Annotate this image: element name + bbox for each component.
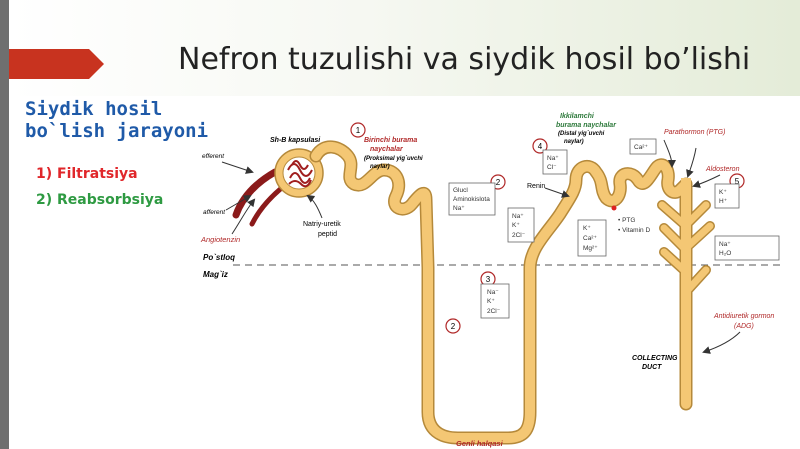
label-parathormon: Parathormon (PTG) xyxy=(664,129,725,136)
slide-title: Nefron tuzulishi va siydik hosil bo’lish… xyxy=(178,42,751,77)
label-renin: Renin xyxy=(527,183,545,190)
svg-text:3: 3 xyxy=(486,275,491,284)
box-middle-3: Mg²⁺ xyxy=(583,245,598,252)
svg-text:5: 5 xyxy=(735,177,740,186)
label-natriy: Natriy-uretik xyxy=(303,221,341,228)
box-duct-1: Na⁺ xyxy=(719,241,731,248)
label-distal-4: naylar) xyxy=(564,139,584,145)
label-prox-1: Birinchi burama xyxy=(364,137,417,144)
box-ascending-3: 2Cl⁻ xyxy=(512,232,526,239)
label-genli: Genli halqasi xyxy=(456,439,504,448)
tubule-fill xyxy=(311,142,691,443)
label-prox-3: (Proksimal yig`uvchi xyxy=(364,156,423,162)
box-aldosteron-2: H⁺ xyxy=(719,198,728,205)
box-middle xyxy=(577,219,607,257)
arrow-tab-shape xyxy=(9,49,104,79)
label-aldosteron: Aldosteron xyxy=(705,166,740,173)
label-collecting-2: DUCT xyxy=(642,364,662,371)
step-filtration: 1) Filtratsiya xyxy=(36,166,138,182)
section-subtitle: Siydik hosil bo`lish jarayoni xyxy=(25,98,208,142)
label-prox-2: naychalar xyxy=(370,146,404,153)
box-descending-3: 2Cl⁻ xyxy=(487,308,501,315)
label-afferent: afferent xyxy=(203,209,226,216)
box-proximal xyxy=(448,182,496,216)
label-adh-1: Antidiuretik gormon xyxy=(713,313,774,320)
box-middle-1: K⁺ xyxy=(583,225,591,232)
box-aldosteron xyxy=(714,183,740,209)
svg-text:2: 2 xyxy=(496,178,501,187)
box-pth xyxy=(629,138,657,155)
label-distal-3: (Distal yig`uvchi xyxy=(558,131,605,137)
title-band xyxy=(9,0,800,96)
box-middle-2: Ca²⁺ xyxy=(583,235,597,242)
box-duct xyxy=(714,235,780,261)
label-cortex: Po`stloq xyxy=(203,253,235,262)
box-proximal-2: Aminokislota xyxy=(453,196,490,203)
svg-text:4: 4 xyxy=(538,142,543,151)
glomerulus xyxy=(287,160,313,188)
box-aldosteron-1: K⁺ xyxy=(719,189,727,196)
box-distal-1: Na⁺ xyxy=(547,155,559,162)
label-efferent: efferent xyxy=(202,153,225,160)
juxtaglomerular-dot xyxy=(611,205,617,211)
box-proximal-3: Na⁺ xyxy=(453,205,465,212)
left-accent-bar xyxy=(0,0,9,449)
label-prox-4: naylar) xyxy=(370,164,390,170)
bullet-ptg: • PTG xyxy=(618,217,635,224)
label-distal-1: Ikkilamchi xyxy=(560,113,595,120)
arrows xyxy=(221,139,741,354)
box-ascending-1: Na⁺ xyxy=(512,213,524,220)
subtitle-line-1: Siydik hosil xyxy=(25,98,163,120)
step-reabsorption: 2) Reabsorbsiya xyxy=(36,192,164,208)
label-adh-2: (ADG) xyxy=(734,323,754,330)
subtitle-line-2: bo`lish jarayoni xyxy=(25,120,209,142)
label-medulla: Mag`iz xyxy=(203,270,228,279)
box-descending xyxy=(480,283,510,319)
label-angiotenzin: Angiotenzin xyxy=(200,235,240,244)
box-duct-2: H₂O xyxy=(719,250,731,257)
label-peptid: peptid xyxy=(318,231,337,238)
box-distal-2: Cl⁻ xyxy=(547,164,557,171)
box-descending-1: Na⁻ xyxy=(487,289,499,296)
label-collecting-1: COLLECTING xyxy=(632,355,678,362)
marker-1: 1 xyxy=(350,122,366,138)
afferent-arteriole xyxy=(232,168,279,219)
bullet-vitamin-d: • Vitamin D xyxy=(618,227,650,234)
box-distal xyxy=(542,149,568,175)
svg-text:2: 2 xyxy=(451,322,456,331)
label-capsule: Sh-B kapsulasi xyxy=(270,137,321,144)
ion-boxes: Glucl Aminokislota Na⁺ Na⁺ K⁺ 2Cl⁻ Na⁻ K… xyxy=(448,138,780,319)
svg-text:1: 1 xyxy=(356,126,361,135)
marker-2-loop: 2 xyxy=(445,318,461,334)
box-ascending xyxy=(507,207,535,243)
box-ascending-2: K⁺ xyxy=(512,222,520,229)
label-distal-2: burama naychalar xyxy=(556,122,617,129)
marker-4: 4 xyxy=(532,138,548,154)
box-pth-1: Ca²⁺ xyxy=(634,144,648,151)
box-descending-2: K⁺ xyxy=(487,298,495,305)
box-proximal-1: Glucl xyxy=(453,187,468,194)
